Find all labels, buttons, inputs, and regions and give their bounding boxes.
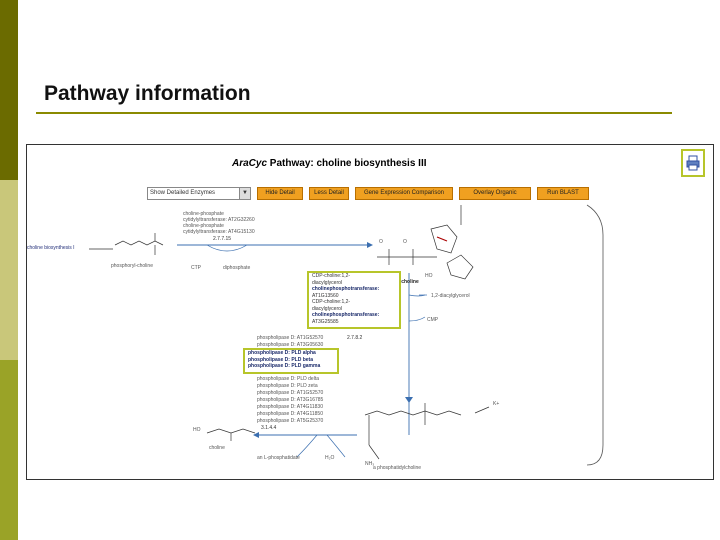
- right-bracket: [586, 204, 604, 466]
- enzyme-box-row[interactable]: diacylglycerol: [312, 305, 343, 312]
- cdpcholine-label[interactable]: CDP-choline: [389, 279, 419, 285]
- h2o-label[interactable]: H₂O: [325, 455, 335, 461]
- less-detail-button[interactable]: Less Detail: [309, 187, 349, 200]
- phospholipase-item[interactable]: phospholipase D: PLD beta: [248, 356, 314, 363]
- pathway-screenshot: AraCyc Pathway: choline biosynthesis III…: [26, 144, 714, 480]
- ec-number-bottom[interactable]: 3.1.4.4: [261, 425, 277, 431]
- ec-number-middle[interactable]: 2.7.8.2: [347, 335, 363, 341]
- enzyme-top-4[interactable]: cytidylyltransferase: AT4G15130: [183, 229, 255, 235]
- atom-ho-1: HO: [425, 273, 433, 279]
- phospholipase-item[interactable]: phospholipase D: AT4G11830: [257, 404, 323, 410]
- pathway-title-prefix: AraCyc: [232, 158, 268, 169]
- phosphatidylcholine-label[interactable]: a phosphatidylcholine: [373, 465, 422, 471]
- phospholipase-item[interactable]: phospholipase D: AT5G25370: [257, 418, 324, 424]
- printer-icon: [686, 155, 700, 171]
- pathway-title-rest: Pathway: choline biosynthesis III: [267, 158, 427, 169]
- slide-title: Pathway information: [44, 82, 251, 105]
- kplus-label: K+: [493, 401, 500, 407]
- choline-label[interactable]: choline: [209, 445, 225, 451]
- hide-detail-button[interactable]: Hide Detail: [257, 187, 303, 200]
- detail-level-value: Show Detailed Enzymes: [150, 190, 216, 196]
- phospholipase-item[interactable]: phospholipase D: PLD alpha: [248, 350, 316, 356]
- sidebar-segment-top: [0, 0, 18, 180]
- enzyme-box-row[interactable]: diacylglycerol: [312, 279, 343, 286]
- phosphorylcholine-label[interactable]: phosphoryl-choline: [111, 263, 153, 269]
- phospholipase-item[interactable]: phospholipase D: AT3G16785: [257, 397, 324, 403]
- ec-number-top[interactable]: 2.7.7.15: [213, 236, 232, 242]
- sidebar-segment-bottom: [0, 360, 18, 540]
- cmp-label[interactable]: CMP: [427, 317, 439, 323]
- nh3-label: NH₃: [365, 461, 375, 467]
- choline-structure: [206, 428, 256, 434]
- enzyme-box-row[interactable]: CDP-choline:1,2-: [312, 273, 351, 279]
- phospholipase-item[interactable]: phospholipase D: AT1G52570: [257, 335, 324, 341]
- enzyme-box-row[interactable]: AT1G13560: [312, 292, 339, 299]
- detail-level-select[interactable]: Show Detailed Enzymes ▼: [147, 187, 251, 200]
- atom-ho-2: HO: [193, 427, 201, 433]
- phosphatidate-label[interactable]: an L-phosphatidate: [257, 455, 300, 461]
- print-button[interactable]: [681, 149, 705, 177]
- ctp-label[interactable]: CTP: [191, 265, 201, 271]
- phospholipase-item[interactable]: phospholipase D: PLD zeta: [257, 383, 318, 389]
- enzyme-top-3[interactable]: choline-phosphate: [183, 223, 224, 229]
- phosphatidylcholine-structure: [364, 410, 462, 416]
- overlay-organic-button[interactable]: Overlay Organic: [459, 187, 531, 200]
- gene-expression-button[interactable]: Gene Expression Comparison: [355, 187, 453, 200]
- phospholipase-item[interactable]: phospholipase D: PLD gamma: [248, 363, 321, 369]
- phospholipase-item[interactable]: phospholipase D: AT1G52570: [257, 390, 324, 396]
- slide-sidebar: [0, 0, 18, 540]
- diphosphate-label[interactable]: diphosphate: [223, 265, 251, 271]
- pathway-title: AraCyc Pathway: choline biosynthesis III: [232, 158, 427, 169]
- diacylglycerol-label[interactable]: 1,2-diacylglycerol: [431, 293, 470, 299]
- cholinephosphotransferase-box: CDP-choline:1,2- diacylglycerol cholinep…: [307, 271, 401, 329]
- phospholipase-highlight-box: phospholipase D: PLD alpha phospholipase…: [243, 348, 339, 374]
- atom-o-1: O: [379, 239, 383, 245]
- sidebar-segment-middle: [0, 180, 18, 360]
- enzyme-top-2[interactable]: cytidylyltransferase: AT2G32260: [183, 217, 255, 223]
- enzyme-box-row[interactable]: cholinephosphotransferase:: [312, 286, 380, 292]
- phospholipase-item[interactable]: phospholipase D: AT3G05630: [257, 342, 324, 348]
- chevron-down-icon: ▼: [239, 188, 250, 199]
- run-blast-button[interactable]: Run BLAST: [537, 187, 589, 200]
- pathway-diagram: [89, 204, 604, 466]
- phosphorylcholine-structure: [114, 240, 164, 246]
- title-rule: [36, 112, 672, 114]
- atom-o-2: O: [403, 239, 407, 245]
- enzyme-top-1[interactable]: choline-phosphate: [183, 211, 224, 217]
- phospholipase-item[interactable]: phospholipase D: AT4G11850: [257, 411, 323, 417]
- choline-biosynthesis-link[interactable]: choline biosynthesis I: [27, 245, 75, 251]
- enzyme-box-row[interactable]: AT3G25585: [312, 318, 339, 325]
- enzyme-box-row[interactable]: CDP-choline:1,2-: [312, 299, 351, 305]
- enzyme-box-row[interactable]: cholinephosphotransferase:: [312, 312, 380, 318]
- phospholipase-item[interactable]: phospholipase D: PLD delta: [257, 376, 319, 382]
